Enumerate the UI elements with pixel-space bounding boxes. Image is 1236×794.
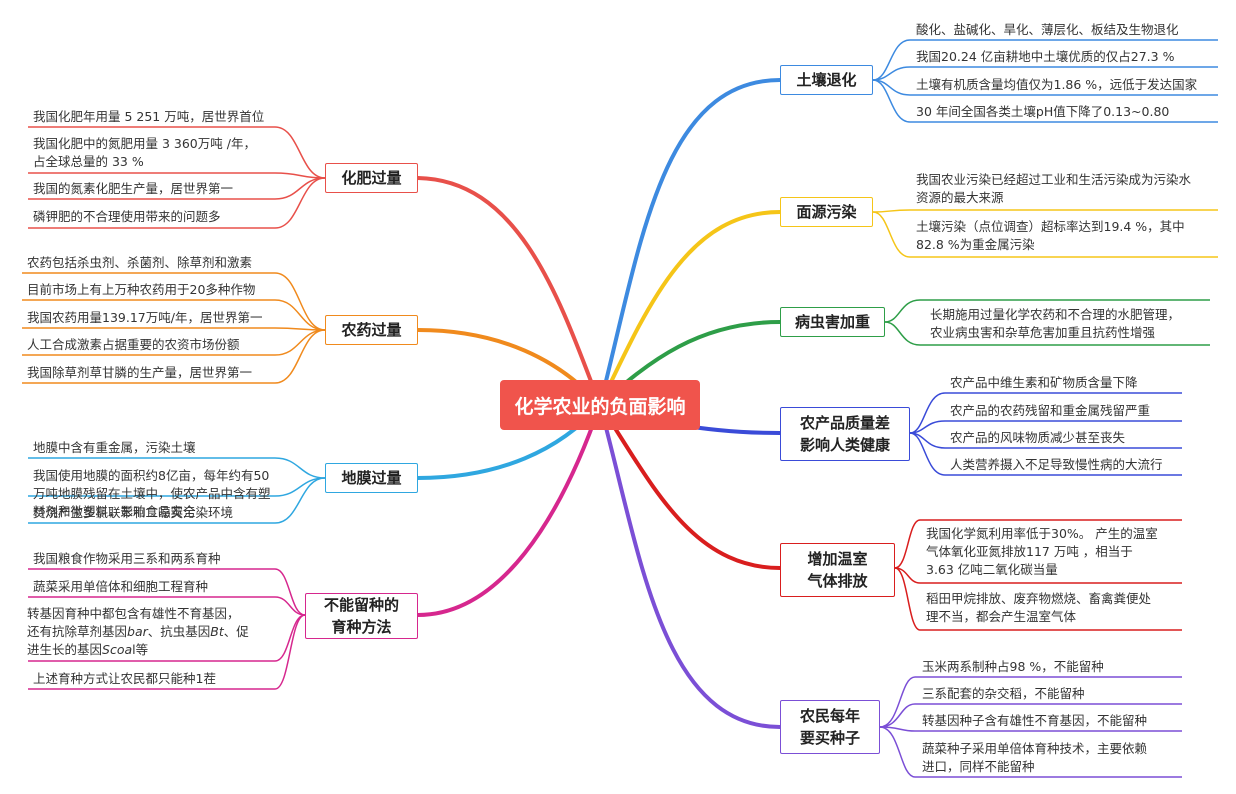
leaf-breeding-3-text-d: 进生长的基因: [27, 642, 103, 657]
leaf-greenhouse-2-line2: 理不当，都会产生温室气体: [926, 609, 1077, 624]
branch-breeding-line2: 育种方法: [331, 618, 392, 636]
branch-buy-seeds[interactable]: 农民每年 要买种子: [780, 700, 880, 754]
branch-fertilizer[interactable]: 化肥过量: [325, 163, 418, 193]
branch-product-quality-line2: 影响人类健康: [799, 436, 890, 454]
leaf-fertilizer-3[interactable]: 我国的氮素化肥生产量，居世界第一: [33, 181, 234, 196]
leaf-pollution-2-line2: 82.8 %为重金属污染: [916, 237, 1035, 252]
branch-soil-degradation[interactable]: 土壤退化: [780, 65, 873, 95]
leaf-breeding-2[interactable]: 蔬菜采用单倍体和细胞工程育种: [33, 579, 209, 594]
leaf-breeding-3-text-e: l等: [132, 642, 149, 657]
leaf-greenhouse-2-line1: 稻田甲烷排放、废弃物燃烧、畜禽粪便处: [926, 591, 1152, 606]
branch-buy-seeds-line1: 农民每年: [799, 707, 860, 725]
leaf-seeds-4[interactable]: 蔬菜种子采用单倍体育种技术，主要依赖 进口，同样不能留种: [922, 740, 1147, 776]
leaf-film-2-line2: 万吨地膜残留在土壤中，使农产品中含有塑: [33, 486, 271, 501]
leaf-breeding-3-line3: 进生长的基因Scoal等: [27, 641, 249, 659]
leaf-breeding-3-text-c: 、促: [223, 624, 249, 639]
leaf-breeding-3-line1: 转基因育种中都包含有雄性不育基因，: [27, 606, 240, 621]
leaf-pollution-2-line1: 土壤污染（点位调查）超标率达到19.4 %，其中: [916, 219, 1185, 234]
branch-greenhouse[interactable]: 增加温室 气体排放: [780, 543, 895, 597]
branch-product-quality[interactable]: 农产品质量差 影响人类健康: [780, 407, 910, 461]
leaf-breeding-3-text-a: 还有抗除草剂基因: [27, 624, 128, 639]
branch-breeding[interactable]: 不能留种的 育种方法: [305, 593, 418, 639]
leaf-quality-4[interactable]: 人类营养摄入不足导致慢性病的大流行: [950, 457, 1163, 472]
branch-breeding-line1: 不能留种的: [323, 596, 399, 614]
leaf-breeding-3-gene-bt: Bt: [210, 624, 224, 639]
leaf-soil-3[interactable]: 土壤有机质含量均值仅为1.86 %，远低于发达国家: [916, 77, 1198, 92]
leaf-fertilizer-2-line2: 占全球总量的 33 %: [33, 154, 144, 169]
leaf-seeds-2[interactable]: 三系配套的杂交稻，不能留种: [922, 686, 1085, 701]
branch-plastic-film[interactable]: 地膜过量: [325, 463, 418, 493]
leaf-pollution-1[interactable]: 我国农业污染已经超过工业和生活污染成为污染水 资源的最大来源: [916, 171, 1191, 207]
leaf-breeding-4[interactable]: 上述育种方式让农民都只能种1茬: [33, 671, 216, 686]
branch-product-quality-line1: 农产品质量差: [799, 414, 890, 432]
leaf-pests-1-line2: 农业病虫害和杂草危害加重且抗药性增强: [930, 325, 1156, 340]
leaf-fertilizer-4[interactable]: 磷钾肥的不合理使用带来的问题多: [33, 209, 221, 224]
leaf-soil-4[interactable]: 30 年间全国各类土壤pH值下降了0.13~0.80: [916, 104, 1170, 119]
leaf-greenhouse-1[interactable]: 我国化学氮利用率低于30%。 产生的温室 气体氧化亚氮排放117 万吨 ，相当于…: [926, 525, 1158, 579]
leaf-seeds-1[interactable]: 玉米两系制种占98 %，不能留种: [922, 659, 1104, 674]
leaf-soil-1[interactable]: 酸化、盐碱化、旱化、薄层化、板结及生物退化: [916, 22, 1179, 37]
leaf-greenhouse-1-line2: 气体氧化亚氮排放117 万吨 ，相当于: [926, 544, 1133, 559]
leaf-fertilizer-2-line1: 我国化肥中的氮肥用量 3 360万吨 /年，: [33, 136, 256, 151]
branch-greenhouse-line2: 气体排放: [807, 572, 868, 590]
leaf-breeding-3[interactable]: 转基因育种中都包含有雄性不育基因， 还有抗除草剂基因bar、抗虫基因Bt、促 进…: [27, 605, 249, 659]
leaf-film-3[interactable]: 焚烧产生多氯联苯和二噁英污染环境: [33, 505, 234, 520]
leaf-pesticide-1[interactable]: 农药包括杀虫剂、杀菌剂、除草剂和激素: [27, 255, 253, 270]
leaf-breeding-3-gene-scoa: Scoa: [102, 642, 133, 657]
leaf-quality-1[interactable]: 农产品中维生素和矿物质含量下降: [950, 375, 1138, 390]
leaf-seeds-4-line2: 进口，同样不能留种: [922, 759, 1035, 774]
leaf-pesticide-2[interactable]: 目前市场上有上万种农药用于20多种作物: [27, 282, 256, 297]
leaf-breeding-1[interactable]: 我国粮食作物采用三系和两系育种: [33, 551, 221, 566]
branch-buy-seeds-line2: 要买种子: [799, 729, 860, 747]
leaf-fertilizer-1[interactable]: 我国化肥年用量 5 251 万吨，居世界首位: [33, 109, 265, 124]
branch-pesticide[interactable]: 农药过量: [325, 315, 418, 345]
leaf-pollution-2[interactable]: 土壤污染（点位调查）超标率达到19.4 %，其中 82.8 %为重金属污染: [916, 218, 1185, 254]
leaf-breeding-3-text-b: 、抗虫基因: [147, 624, 211, 639]
central-topic[interactable]: 化学农业的负面影响: [500, 380, 700, 430]
leaf-film-2-line3: 料剂和微塑料，影响食品安全: [33, 504, 196, 519]
leaf-pests-1[interactable]: 长期施用过量化学农药和不合理的水肥管理， 农业病虫害和杂草危害加重且抗药性增强: [930, 306, 1180, 342]
leaf-quality-2[interactable]: 农产品的农药残留和重金属残留严重: [950, 403, 1151, 418]
leaf-pesticide-5[interactable]: 我国除草剂草甘膦的生产量，居世界第一: [27, 365, 253, 380]
leaf-greenhouse-1-line3: 3.63 亿吨二氧化碳当量: [926, 562, 1058, 577]
leaf-fertilizer-2[interactable]: 我国化肥中的氮肥用量 3 360万吨 /年， 占全球总量的 33 %: [33, 135, 256, 171]
leaf-seeds-3[interactable]: 转基因种子含有雄性不育基因，不能留种: [922, 713, 1148, 728]
leaf-film-2-line1: 我国使用地膜的面积约8亿亩，每年约有50: [33, 468, 270, 483]
leaf-pollution-1-line2: 资源的最大来源: [916, 190, 1004, 205]
leaf-seeds-4-line1: 蔬菜种子采用单倍体育种技术，主要依赖: [922, 741, 1148, 756]
leaf-greenhouse-1-line1: 我国化学氮利用率低于30%。 产生的温室: [926, 526, 1158, 541]
leaf-pollution-1-line1: 我国农业污染已经超过工业和生活污染成为污染水: [916, 172, 1192, 187]
leaf-greenhouse-2[interactable]: 稻田甲烷排放、废弃物燃烧、畜禽粪便处 理不当，都会产生温室气体: [926, 590, 1151, 626]
leaf-soil-2[interactable]: 我国20.24 亿亩耕地中土壤优质的仅占27.3 %: [916, 49, 1175, 64]
leaf-pesticide-3[interactable]: 我国农药用量139.17万吨/年，居世界第一: [27, 310, 263, 325]
leaf-breeding-3-line2: 还有抗除草剂基因bar、抗虫基因Bt、促: [27, 623, 249, 641]
leaf-quality-3[interactable]: 农产品的风味物质减少甚至丧失: [950, 430, 1126, 445]
leaf-pesticide-4[interactable]: 人工合成激素占据重要的农资市场份额: [27, 337, 240, 352]
leaf-pests-1-line1: 长期施用过量化学农药和不合理的水肥管理，: [930, 307, 1181, 322]
leaf-film-multiline[interactable]: 我国使用地膜的面积约8亿亩，每年约有50 万吨地膜残留在土壤中，使农产品中含有塑…: [33, 467, 271, 521]
branch-pests[interactable]: 病虫害加重: [780, 307, 885, 337]
branch-greenhouse-line1: 增加温室: [807, 550, 868, 568]
leaf-film-1[interactable]: 地膜中含有重金属，污染土壤: [33, 440, 196, 455]
leaf-breeding-3-gene-bar: bar: [127, 624, 148, 639]
branch-nonpoint-pollution[interactable]: 面源污染: [780, 197, 873, 227]
